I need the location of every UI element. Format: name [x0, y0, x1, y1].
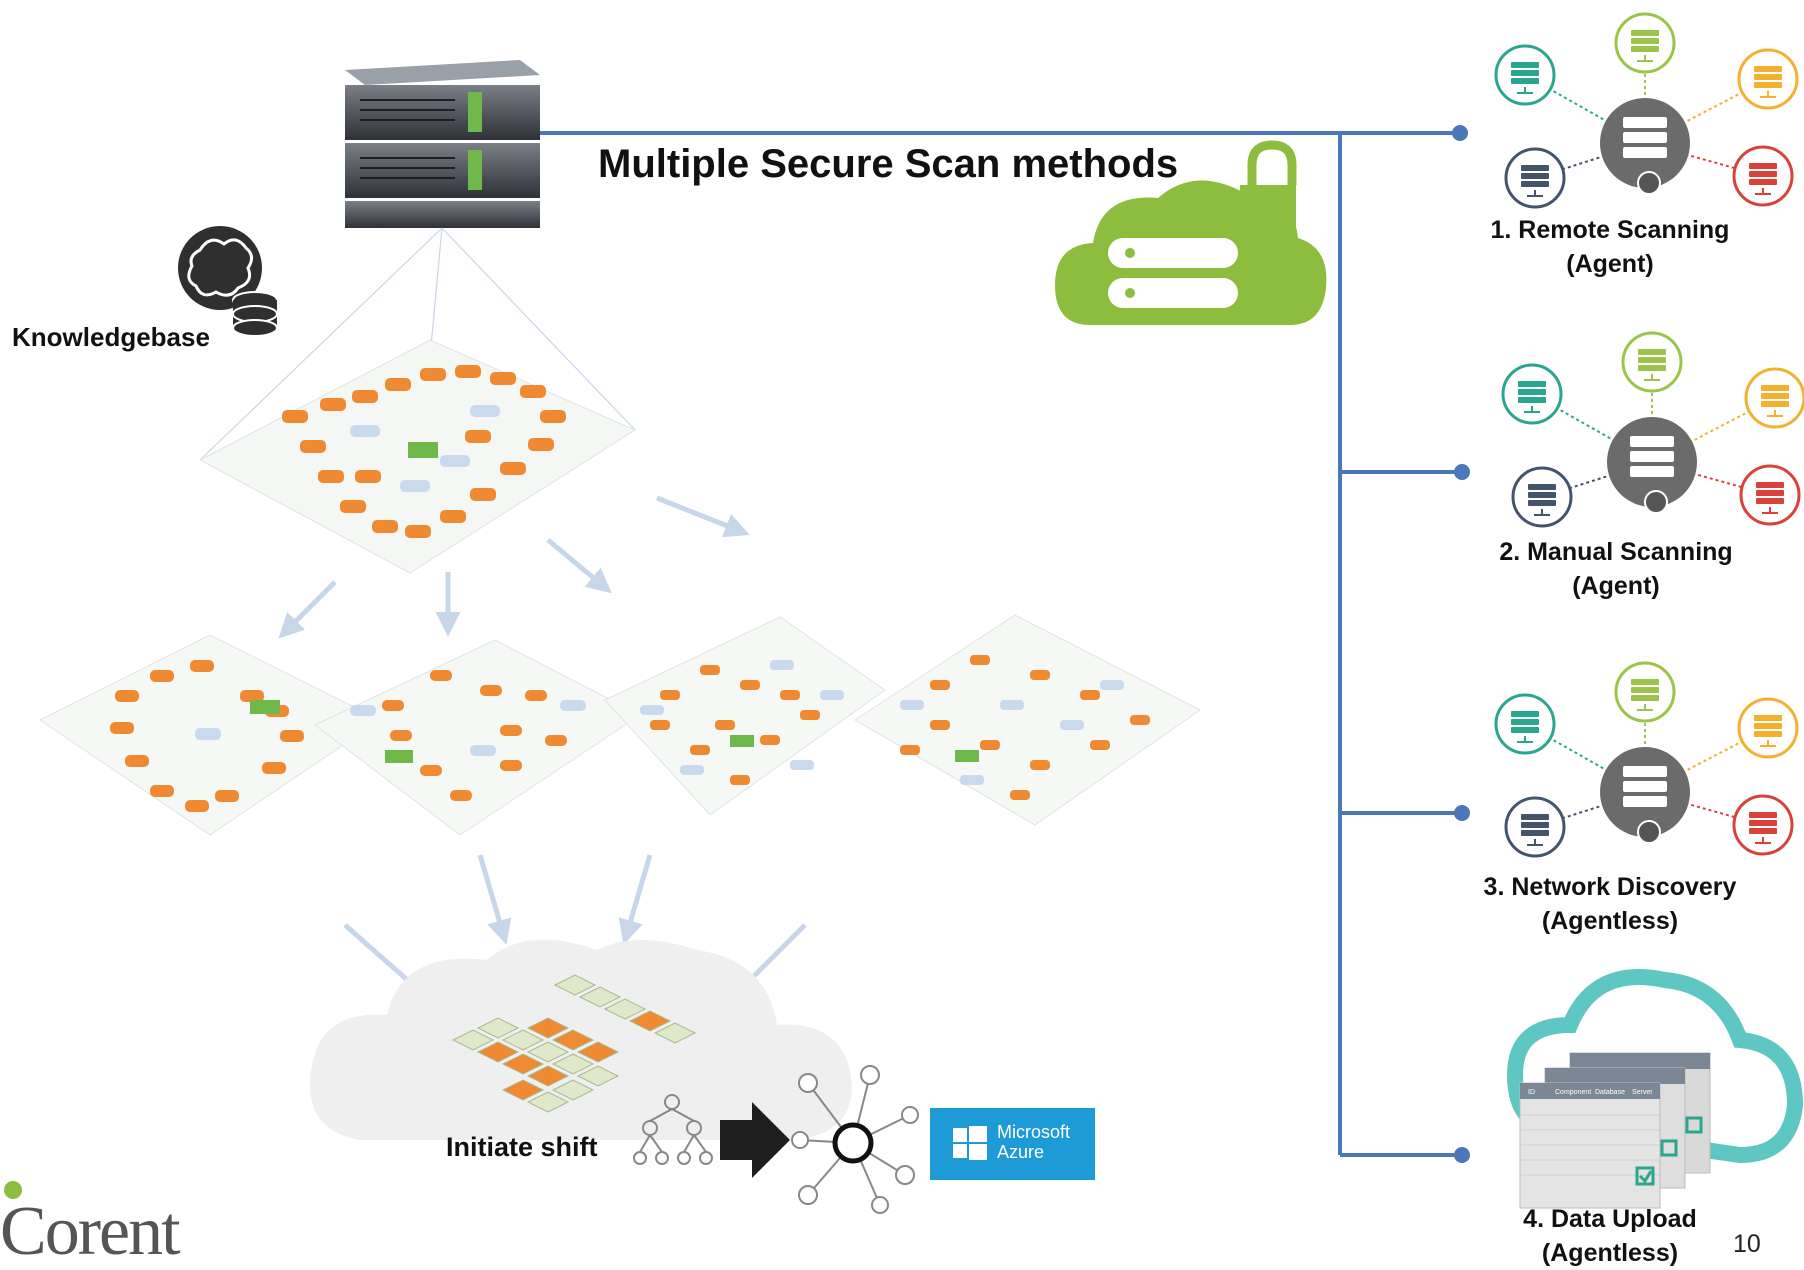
server-node-lime-icon: [1621, 331, 1683, 393]
server-node-lime-icon: [1614, 12, 1676, 74]
brand-name: Corent: [0, 1193, 181, 1270]
server-node-amber-icon: [1737, 48, 1799, 110]
azure-logo: [930, 1108, 1095, 1180]
method-title: 3. Network Discovery: [1483, 873, 1737, 901]
hub-server-slot: [1623, 766, 1667, 777]
server-node-amber-icon: [1737, 697, 1799, 759]
hub-server-slot: [1623, 117, 1667, 128]
hub-server-slot: [1630, 466, 1674, 477]
method-subtitle: (Agentless): [1541, 907, 1679, 935]
server-node-teal-icon: [1501, 363, 1563, 425]
method-title: 2. Manual Scanning: [1499, 538, 1733, 566]
knowledge-map-2: [314, 639, 641, 836]
azure-line-1: Microsoft: [997, 1122, 1071, 1142]
initiate-shift-label: Initiate shift: [446, 1132, 598, 1162]
hub-server-slot: [1623, 781, 1667, 792]
server-node-red-icon: [1739, 464, 1801, 526]
remote-scanning-hub: [1494, 12, 1799, 209]
azure-line-2: Azure: [997, 1142, 1045, 1162]
method-title: 1. Remote Scanning: [1490, 216, 1730, 244]
svg-text:Server: Server: [1632, 1089, 1653, 1096]
hub-server-slot: [1630, 436, 1674, 447]
svg-text:ID: ID: [1528, 1089, 1535, 1096]
scan-connectors: [540, 131, 1462, 1157]
brain-database-icon: [178, 226, 278, 337]
hierarchy-icon: [633, 1094, 713, 1165]
hand-badge-icon: [1644, 490, 1668, 514]
server-node-teal-icon: [1494, 693, 1556, 755]
knowledge-map-4: [854, 614, 1201, 826]
hub-server-slot: [1630, 451, 1674, 462]
hub-server-slot: [1623, 147, 1667, 158]
method-label-manual: 2. Manual Scanning (Agent): [1466, 535, 1766, 603]
corent-logo: [4, 1181, 22, 1199]
hub-server-slot: [1623, 796, 1667, 807]
server-node-red-icon: [1732, 794, 1794, 856]
server-node-navy-icon: [1511, 466, 1573, 528]
lock-icon: [1240, 140, 1297, 230]
network-node-icon: [791, 1065, 919, 1214]
svg-text:Database: Database: [1595, 1089, 1625, 1096]
page-number: 10: [1733, 1230, 1761, 1258]
knowledge-map-1: [39, 634, 381, 836]
connector-endpoints: [1452, 125, 1470, 1163]
knowledgebase-label: Knowledgebase: [12, 322, 210, 352]
knowledge-map-3: [604, 616, 886, 816]
server-node-teal-icon: [1494, 44, 1556, 106]
data-upload-icon: [1506, 969, 1804, 1209]
upload-table-headers: ID Component Database Server: [1528, 1089, 1653, 1096]
transform-arrow-icon: [720, 1102, 790, 1178]
method-label-remote: 1. Remote Scanning (Agent): [1460, 213, 1760, 281]
method-subtitle: (Agent): [1566, 250, 1654, 278]
method-subtitle: (Agentless): [1541, 1239, 1679, 1267]
server-node-navy-icon: [1504, 796, 1566, 858]
knowledge-map-top: [198, 339, 637, 574]
manual-scanning-hub: [1501, 331, 1804, 528]
method-subtitle: (Agent): [1572, 572, 1660, 600]
hub-server-slot: [1623, 132, 1667, 143]
server-node-navy-icon: [1504, 147, 1566, 209]
server-node-lime-icon: [1614, 661, 1676, 723]
page-title: Multiple Secure Scan methods: [598, 142, 1179, 186]
method-label-upload: 4. Data Upload (Agentless): [1460, 1202, 1760, 1270]
server-rack-icon: [345, 60, 540, 228]
wifi-badge-icon: [1637, 171, 1661, 195]
server-node-red-icon: [1732, 145, 1794, 207]
azure-text: Microsoft Azure: [997, 1122, 1070, 1162]
method-title: 4. Data Upload: [1523, 1205, 1697, 1233]
heatmap-grid: [451, 974, 697, 1113]
network-discovery-hub: [1494, 661, 1799, 858]
svg-text:Component: Component: [1555, 1089, 1591, 1096]
server-node-amber-icon: [1744, 367, 1804, 429]
auto-badge-icon: [1637, 820, 1661, 844]
method-label-network: 3. Network Discovery (Agentless): [1460, 870, 1760, 938]
